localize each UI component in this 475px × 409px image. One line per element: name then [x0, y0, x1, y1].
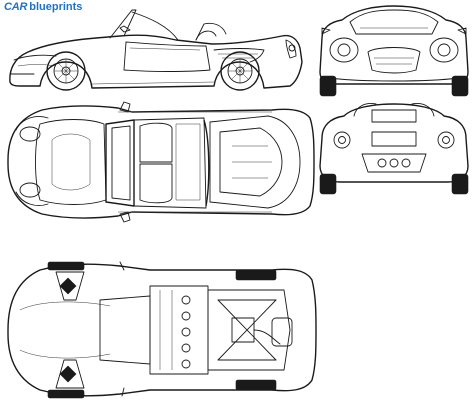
- exhaust-left: [377, 158, 387, 168]
- bottom-rear-tyre-top: [235, 269, 277, 281]
- bottom-front-tyre-bottom: [47, 389, 85, 399]
- bottom-rear-tyre-bottom: [235, 379, 277, 391]
- front-headlight-right: [429, 37, 459, 63]
- rear-tyre-left: [319, 173, 337, 195]
- side-rear-wheel: [220, 51, 260, 91]
- bottom-view: [7, 261, 317, 399]
- logo-word: blueprints: [29, 1, 83, 13]
- front-tyre-left: [319, 75, 337, 97]
- side-view: [9, 9, 303, 91]
- rear-view: [319, 103, 469, 195]
- top-view: [7, 101, 315, 223]
- front-tyre-right: [451, 75, 469, 97]
- rear-plate: [371, 131, 417, 147]
- side-front-wheel: [46, 51, 86, 91]
- bottom-front-tyre-top: [47, 261, 85, 271]
- rear-lamp-right: [437, 131, 455, 149]
- exhaust-middle: [389, 158, 399, 168]
- front-headlight-left: [329, 37, 359, 63]
- front-view: [319, 5, 469, 97]
- exhaust-right: [401, 158, 411, 168]
- logo-brand: CAR: [4, 1, 28, 13]
- rear-tyre-right: [451, 173, 469, 195]
- rear-lamp-left: [333, 131, 351, 149]
